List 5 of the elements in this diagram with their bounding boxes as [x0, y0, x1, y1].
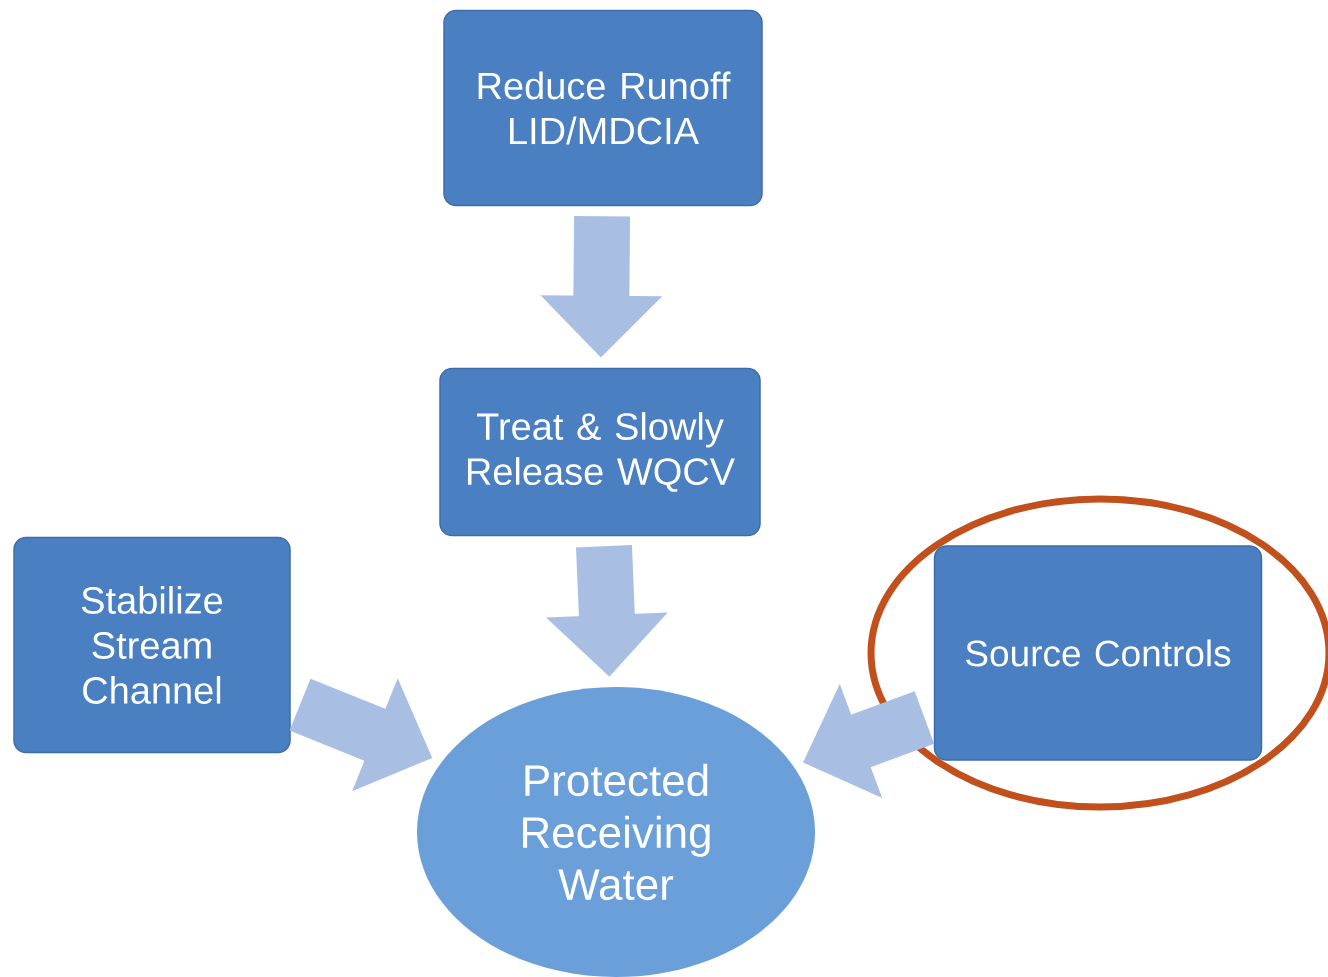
- process-box: Treat & Slowly Release WQCV: [439, 367, 761, 537]
- process-box: Source Controls: [933, 545, 1263, 761]
- process-box: Reduce Runoff LID/MDCIA: [443, 9, 763, 207]
- highlight-ring: [867, 495, 1328, 811]
- process-box: Stabilize Stream Channel: [13, 536, 291, 754]
